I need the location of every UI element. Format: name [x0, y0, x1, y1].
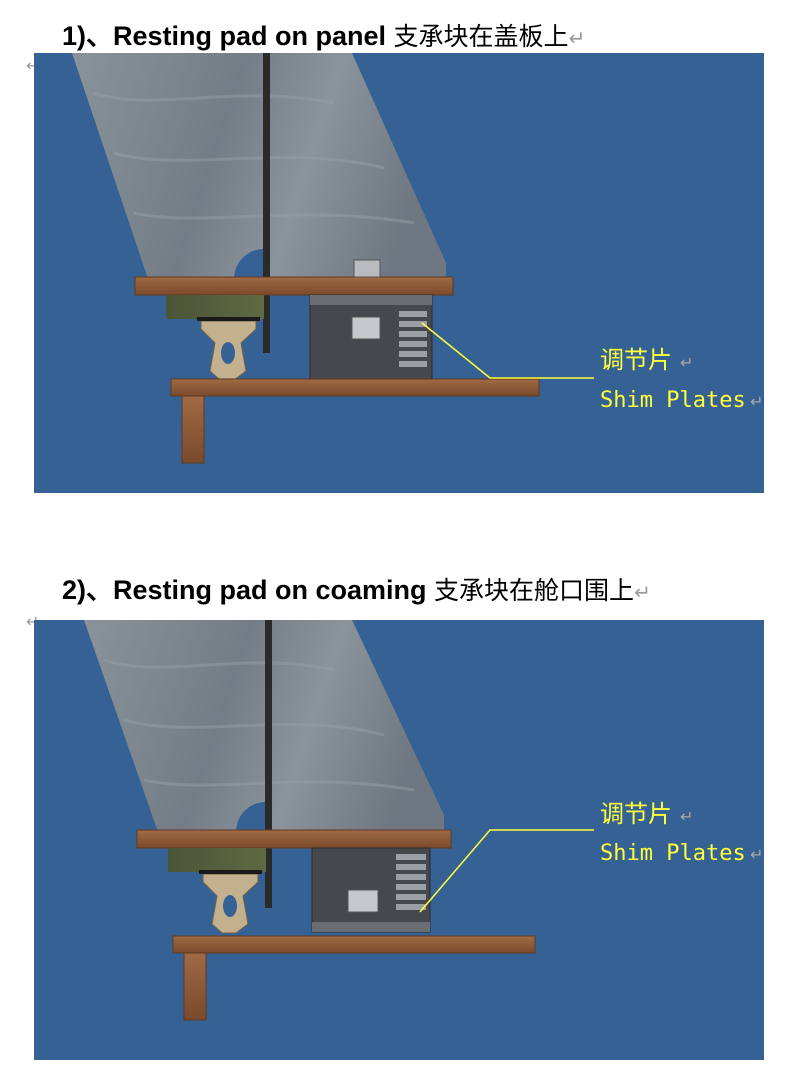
- top-nut: [353, 259, 381, 278]
- paragraph-mark-icon: ↵: [680, 807, 693, 826]
- gasket-channel: [166, 295, 264, 319]
- diagram2-panel: 调节片 ↵ Shim Plates ↵: [34, 620, 764, 1060]
- diagram1-title: 1)、Resting pad on panel 支承块在盖板上↵: [62, 14, 585, 53]
- pad-bottom-plate: [312, 922, 430, 932]
- diagram1-svg: 调节片 ↵ Shim Plates ↵: [34, 53, 764, 493]
- gasket-hole: [221, 342, 235, 364]
- diagram1-title-en: 1)、Resting pad on panel: [62, 21, 387, 51]
- pad-bolt: [347, 889, 379, 913]
- gasket-hole: [223, 895, 237, 917]
- shim-plates: [399, 311, 427, 367]
- pad-top-plate: [310, 295, 432, 305]
- coaming-plate: [181, 395, 205, 464]
- diagram2-title: 2)、Resting pad on coaming 支承块在舱口围上↵: [62, 568, 651, 607]
- gasket-channel: [168, 848, 266, 872]
- drain-hole: [235, 801, 268, 832]
- coaming-plate: [183, 952, 207, 1021]
- diagram1-panel: 调节片 ↵ Shim Plates ↵: [34, 53, 764, 493]
- shim-leader-line: [419, 829, 594, 913]
- shim-plates: [396, 854, 426, 910]
- shim-leader-line: [421, 322, 594, 379]
- pad-bolt: [351, 316, 381, 340]
- vertical-web-plate: [265, 620, 272, 908]
- paragraph-mark-icon: ↵: [750, 392, 763, 411]
- panel-texture: [103, 658, 415, 792]
- diagram2-title-en: 2)、Resting pad on coaming: [62, 575, 427, 605]
- vertical-web-plate: [263, 53, 270, 353]
- paragraph-mark-icon: ↵: [750, 845, 763, 864]
- diagram1-title-cn: 支承块在盖板上: [393, 22, 569, 51]
- panel-texture: [93, 91, 415, 225]
- paragraph-mark-icon: ↵: [680, 353, 693, 372]
- lower-flange-plate: [170, 378, 540, 397]
- shim-label-en: Shim Plates: [600, 388, 746, 413]
- paragraph-mark-icon: ↵: [634, 582, 651, 604]
- lower-flange-plate: [172, 935, 536, 954]
- diagram2-svg: 调节片 ↵ Shim Plates ↵: [34, 620, 764, 1060]
- shim-label-cn: 调节片: [600, 800, 672, 828]
- upper-flange-plate: [134, 276, 454, 296]
- drain-hole: [233, 248, 266, 279]
- paragraph-mark-icon: ↵: [568, 28, 586, 50]
- shim-label-en: Shim Plates: [600, 841, 746, 866]
- shim-label-cn: 调节片: [600, 346, 672, 374]
- upper-flange-plate: [136, 829, 452, 849]
- diagram2-title-cn: 支承块在舱口围上: [434, 576, 635, 605]
- hatch-cover-panel: [72, 53, 446, 279]
